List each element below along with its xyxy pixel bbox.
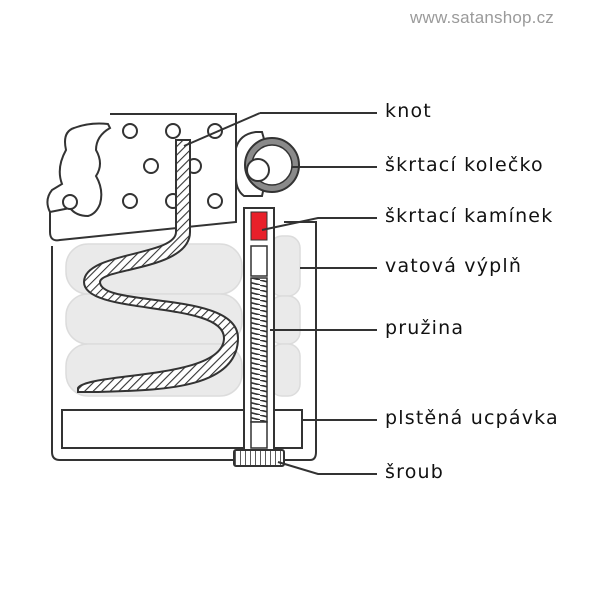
label-flint: škrtací kamínek bbox=[385, 205, 554, 227]
label-wick: knot bbox=[385, 100, 432, 122]
flint-wheel bbox=[235, 131, 300, 197]
label-felt: plstěná ucpávka bbox=[385, 407, 559, 429]
wick bbox=[77, 139, 240, 393]
label-wheel: škrtací kolečko bbox=[385, 154, 544, 176]
label-spring: pružina bbox=[385, 317, 465, 339]
label-screw: šroub bbox=[385, 461, 445, 483]
label-cotton: vatová výplň bbox=[385, 255, 523, 277]
leader-lines bbox=[183, 112, 377, 475]
watermark-text: www.satanshop.cz bbox=[410, 8, 554, 27]
flint-tube bbox=[243, 207, 275, 453]
screw bbox=[233, 449, 285, 467]
